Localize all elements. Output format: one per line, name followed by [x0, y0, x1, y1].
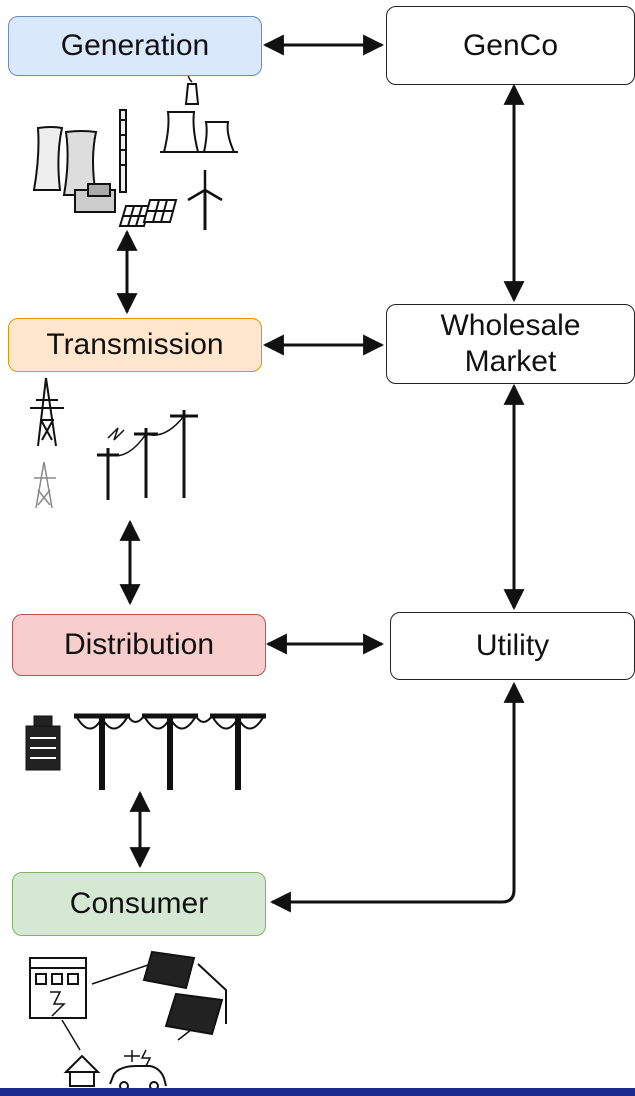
distribution-label: Distribution — [63, 628, 215, 661]
generation-label: Generation — [60, 29, 210, 62]
consumer-icons — [29, 950, 227, 1091]
wholesale-market-label: Wholesale Market — [440, 309, 581, 378]
genco-box: GenCo — [386, 6, 635, 85]
electric-vehicle-icon — [109, 1049, 167, 1091]
transmission-tower-icon — [30, 377, 64, 509]
consumer-box: Consumer — [12, 872, 266, 936]
genco-label: GenCo — [462, 28, 559, 62]
distribution-pole-icon — [74, 713, 266, 790]
solar-panel-icon — [118, 199, 178, 227]
building-icon — [29, 957, 87, 1019]
cooling-tower-icon — [32, 109, 127, 213]
generation-box: Generation — [8, 16, 262, 76]
rooftop-solar-icon — [142, 950, 227, 1036]
utility-label: Utility — [475, 629, 550, 662]
transformer-icon — [25, 715, 61, 771]
utility-box: Utility — [390, 612, 635, 680]
house-icon — [63, 1054, 101, 1087]
distribution-icons — [25, 713, 266, 790]
wholesale-market-box: Wholesale Market — [386, 304, 635, 384]
power-plant-icon — [160, 54, 238, 153]
distribution-box: Distribution — [12, 614, 266, 676]
wind-turbine-icon — [187, 170, 223, 230]
transmission-label: Transmission — [46, 328, 224, 361]
transmission-box: Transmission — [8, 318, 262, 372]
bottom-bar — [0, 1088, 635, 1096]
consumer-label: Consumer — [69, 887, 209, 920]
generation-icons — [32, 54, 238, 230]
transmission-icons — [30, 377, 198, 509]
edge-utility-consumer — [269, 681, 525, 913]
utility-pole-icon — [97, 410, 198, 500]
